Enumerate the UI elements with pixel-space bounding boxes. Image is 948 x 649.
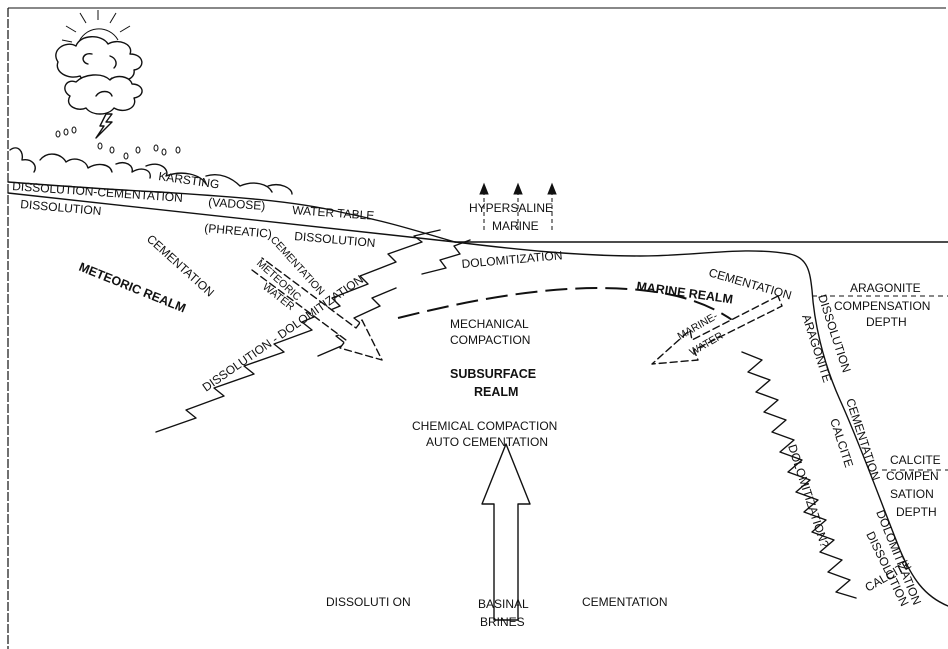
- label-hypersaline: HYPERSALINE: [469, 201, 553, 215]
- label-auto-cementation: AUTO CEMENTATION: [426, 435, 548, 449]
- label-dissolution-upper-left: DISSOLUTION: [20, 197, 102, 218]
- seafloor-slope-line: [454, 241, 948, 607]
- label-dissolution-bottom: DISSOLUTI ON: [326, 595, 411, 609]
- karst-surface: [9, 147, 293, 195]
- label-cementation-bottom: CEMENTATION: [582, 595, 668, 609]
- label-dolomitization-top: DOLOMITIZATION: [461, 248, 563, 271]
- label-depth-2: DEPTH: [896, 505, 937, 519]
- zigzag-meteoric-base: [155, 229, 441, 433]
- label-cementation-slope: CEMENTATION: [843, 397, 883, 483]
- label-compaction: COMPACTION: [450, 333, 530, 347]
- label-subsurface: SUBSURFACE: [450, 367, 536, 381]
- hypersaline-arrows: [479, 182, 557, 230]
- label-water-table: WATER TABLE: [292, 203, 375, 223]
- label-compen: COMPEN: [886, 469, 939, 483]
- rain-icon: [55, 126, 181, 160]
- sun-icon: [61, 10, 131, 45]
- label-marine-realm: MARINE REALM: [636, 279, 734, 306]
- label-realm: REALM: [474, 385, 518, 399]
- cloud-icon: [55, 36, 143, 115]
- label-phreatic: (PHREATIC): [204, 221, 273, 241]
- zigzag-slope: [741, 351, 857, 599]
- label-dolomitization-q: DOLOMITIZATION?: [785, 443, 832, 550]
- realm-boundary-dashed: [397, 287, 736, 323]
- marine-water-arrow: [651, 295, 783, 365]
- label-marine-top: MARINE: [492, 219, 539, 233]
- meteoric-water-arrow: [251, 257, 383, 361]
- label-mechanical: MECHANICAL: [450, 317, 529, 331]
- label-karsting: KARSTING: [158, 169, 221, 191]
- label-brines: BRINES: [480, 615, 525, 629]
- water-table-line: [7, 192, 456, 243]
- label-compensation: COMPENSATION: [834, 299, 930, 313]
- label-calcite-ccd: CALCITE: [890, 453, 941, 467]
- label-aragonite-ccd: ARAGONITE: [850, 281, 921, 295]
- label-meteoric-realm: METEORIC REALM: [77, 260, 188, 316]
- label-chemical-compaction: CHEMICAL COMPACTION: [412, 419, 557, 433]
- label-vadose: (VADOSE): [208, 195, 266, 213]
- label-basinal: BASINAL: [478, 597, 529, 611]
- land-surface-line: [7, 181, 456, 243]
- zigzag-dolomitization-shelf: [421, 239, 471, 275]
- label-depth-1: DEPTH: [866, 315, 907, 329]
- up-arrow-icon: [481, 443, 531, 621]
- lightning-icon: [95, 113, 113, 139]
- label-sation: SATION: [890, 487, 934, 501]
